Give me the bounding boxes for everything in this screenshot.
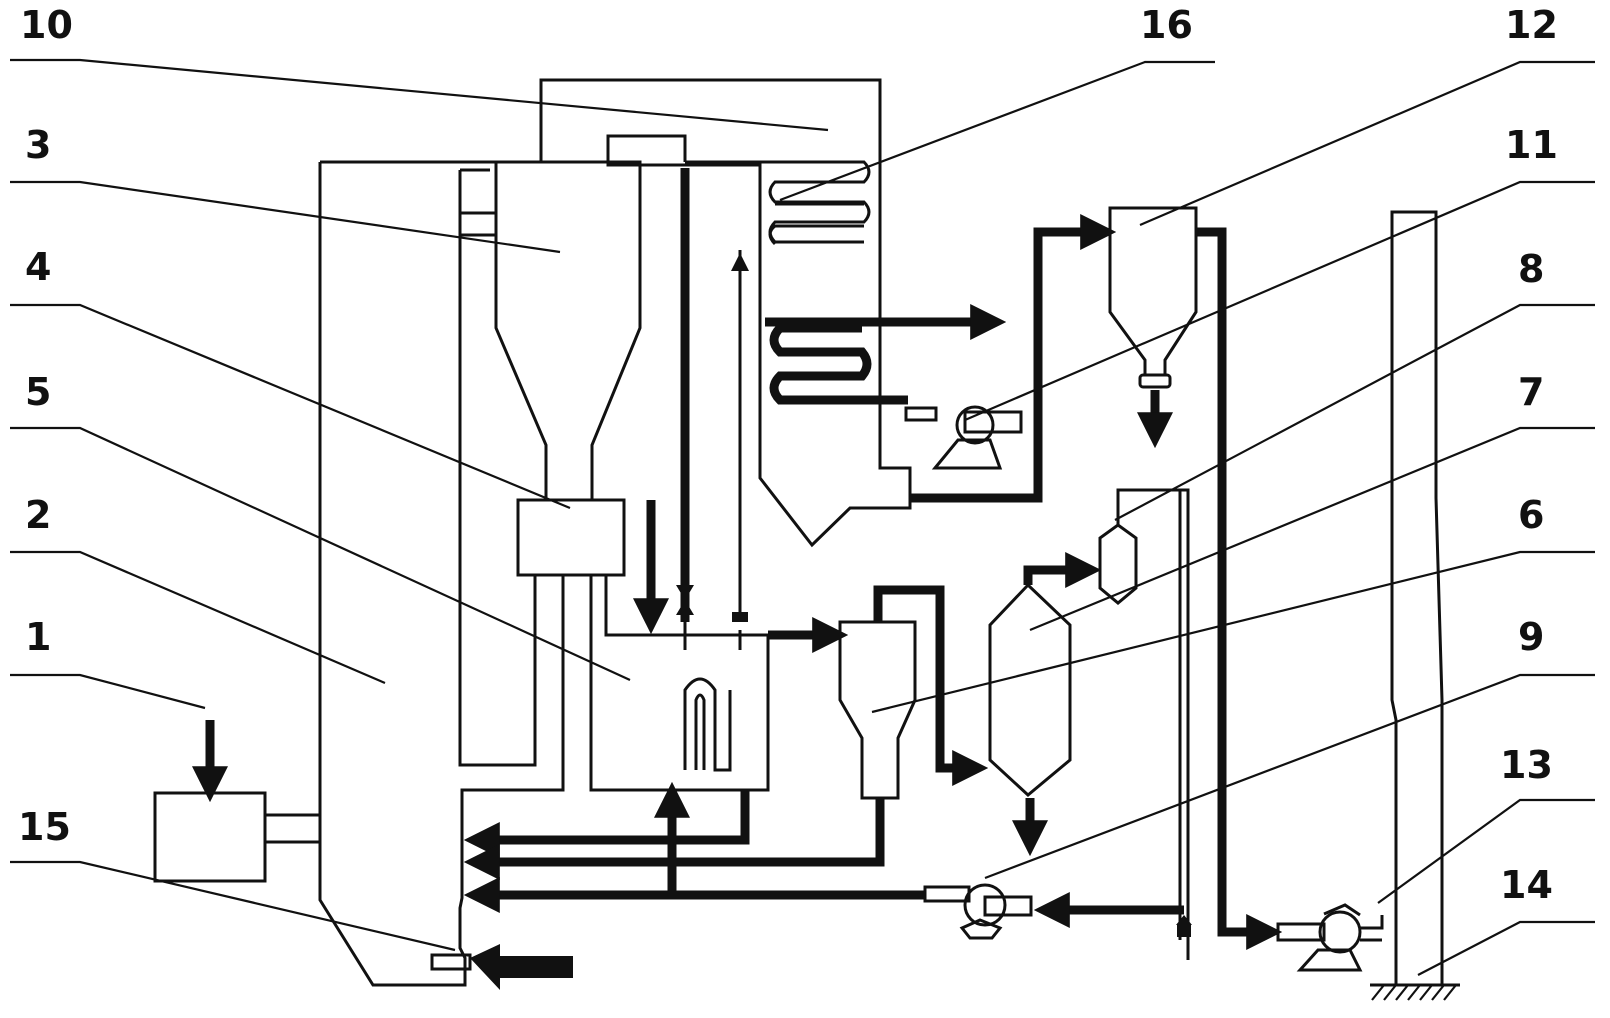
leader-12: [1139, 60, 1595, 227]
bag-filter-body: [1108, 206, 1198, 377]
fan-11-casing: [955, 405, 995, 445]
stack-ground-hatch: [1371, 984, 1457, 1001]
label-13: 13: [1500, 743, 1553, 787]
valve-8: [1176, 915, 1192, 925]
bag-filter-valve: [1138, 373, 1172, 389]
leader-3: [10, 180, 561, 254]
cyclone-separator: [494, 160, 642, 502]
label-11: 11: [1505, 123, 1558, 167]
leader-13: [1377, 798, 1595, 904]
duct-to-filter: [910, 214, 1117, 503]
blower-9: [923, 883, 1033, 940]
id-fan-casing: [1318, 910, 1362, 954]
fan-11-inlet: [904, 406, 938, 422]
stack-14: [1370, 210, 1460, 1001]
label-4: 4: [25, 245, 51, 289]
cyclone-6: [838, 620, 917, 800]
feeder-box: [153, 791, 267, 883]
leader-7: [1029, 426, 1595, 632]
label-6: 6: [1518, 493, 1544, 537]
leader-10: [10, 58, 829, 132]
id-fan-inlet: [1276, 922, 1326, 942]
leader-16: [779, 60, 1215, 202]
leader-9: [984, 673, 1595, 880]
label-3: 3: [25, 123, 51, 167]
label-2: 2: [25, 493, 51, 537]
leader-15: [10, 860, 456, 952]
leader-1: [10, 673, 206, 710]
valve-return: [732, 612, 748, 622]
pipe-8-down: [1116, 488, 1190, 960]
loop-seal: [516, 498, 626, 577]
leader-11: [964, 180, 1595, 422]
label-8: 8: [1518, 247, 1544, 291]
arrow-primary-air: [470, 944, 573, 990]
bag-filter-12: [1108, 206, 1198, 449]
leader-2: [10, 550, 386, 685]
label-9: 9: [1518, 615, 1544, 659]
labels: 10 3 4 5 2 1 15 16 12 11 8 7 6 9 13 14: [18, 3, 1558, 907]
feeder-1: [153, 720, 320, 883]
leader-5: [10, 426, 631, 682]
duct-to-id-fan: [1196, 227, 1283, 950]
leader-4: [10, 303, 571, 510]
furnace-wall-ties: [460, 168, 496, 237]
vessel-8-body: [1098, 523, 1138, 605]
air-inlet-15: [430, 944, 573, 990]
back-pass-housing: [539, 78, 912, 548]
vessel-8: [1098, 488, 1192, 960]
id-fan-outlet: [1360, 915, 1384, 942]
label-7: 7: [1518, 370, 1544, 414]
external-heat-exchanger: [589, 575, 770, 792]
u-tube-bundle: [683, 677, 732, 772]
vessel-7: [988, 582, 1072, 857]
leader-6: [871, 550, 1595, 714]
furnace-wall-inner: [458, 170, 537, 767]
label-1: 1: [25, 615, 51, 659]
label-16: 16: [1140, 3, 1193, 47]
arrow-7-to-8: [1023, 552, 1102, 588]
blower-9-motor: [983, 895, 1033, 917]
id-fan-base: [1296, 948, 1363, 972]
cyclone-6-body: [838, 620, 917, 800]
feeder-chute: [265, 813, 320, 844]
fan-11-motor: [963, 410, 1023, 434]
label-14: 14: [1500, 863, 1553, 907]
vessel-7-body: [988, 582, 1072, 797]
leader-8: [1114, 303, 1595, 521]
fan-11: [904, 405, 1023, 470]
blower-9-base: [959, 918, 1003, 940]
leader-14: [1417, 920, 1595, 976]
leader-lines: [10, 58, 1595, 976]
superheater-coil: [685, 160, 871, 244]
return-leg-2: [463, 798, 885, 880]
label-5: 5: [25, 370, 51, 414]
air-inlet-stub: [430, 953, 472, 971]
fan-11-base: [931, 438, 1003, 470]
superheater-coil-inner: [768, 202, 864, 246]
economizer-coil: [769, 323, 908, 405]
blower-9-casing: [963, 883, 1007, 927]
return-leg-1: [463, 790, 750, 858]
blower-9-inlet: [923, 885, 971, 903]
duct-6-to-7: [873, 585, 989, 786]
valve-8-body: [1177, 925, 1191, 937]
label-15: 15: [18, 805, 71, 849]
u-tube-inner: [694, 693, 706, 770]
id-fan-13: [1276, 903, 1384, 972]
valve-supply: [676, 585, 694, 615]
label-10: 10: [20, 3, 73, 47]
label-12: 12: [1505, 3, 1558, 47]
id-fan-top: [1323, 903, 1361, 917]
stack-body: [1390, 210, 1444, 985]
